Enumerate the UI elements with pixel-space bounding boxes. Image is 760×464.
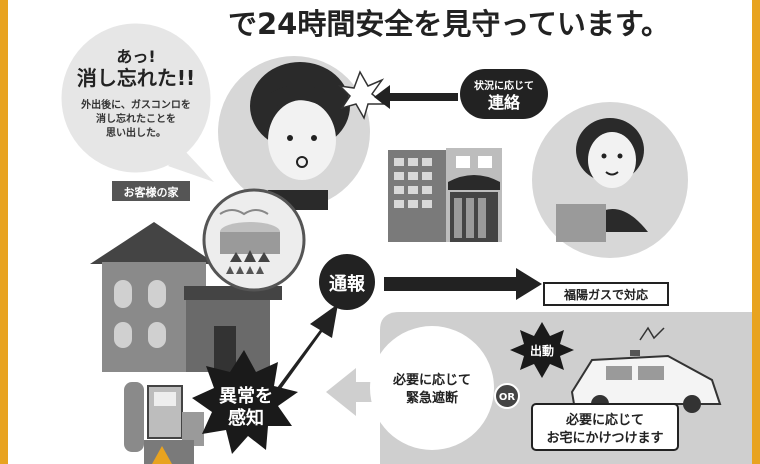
visit-callout: 必要に応じて お宅にかけつけます — [531, 403, 679, 451]
contact-arrow-line2: 連絡 — [488, 93, 521, 112]
bubble-body-1: 外出後に、ガスコンロを — [80, 98, 191, 111]
alert-line1: 異常を — [219, 385, 273, 407]
bubble-title-2: 消し忘れた!! — [77, 66, 195, 90]
home-label: お客様の家 — [112, 181, 190, 201]
report-arrow-label: 通報 — [329, 273, 366, 295]
visit-line1: 必要に応じて — [565, 412, 644, 428]
shutoff-line1: 必要に応じて — [392, 372, 471, 388]
heading-text: で24時間安全を見守っています。 — [228, 7, 670, 41]
home-label-text: お客様の家 — [124, 185, 180, 199]
dispatch-label: 出動 — [530, 343, 554, 358]
operator-portrait — [532, 102, 688, 258]
flame-icons — [226, 266, 264, 274]
cooking-pot-illustration — [202, 188, 306, 292]
house-illustration — [90, 222, 282, 372]
report-arrow: 通報 — [319, 254, 542, 310]
alert-line2: 感知 — [228, 407, 264, 429]
bubble-body-3: 思い出した。 — [106, 126, 166, 139]
diagram-panel: で24時間安全を見守っています。 あっ! 消し忘れた!! 外出後に、ガスコンロを… — [8, 0, 752, 464]
shutoff-circle: 必要に応じて 緊急遮断 — [370, 326, 494, 450]
alert-arrow — [268, 304, 338, 404]
operator-label-text: 福陽ガスで対応 — [563, 287, 648, 302]
contact-arrow: 状況に応じて 連絡 — [374, 69, 548, 119]
bubble-title-1: あっ! — [116, 47, 155, 66]
shutoff-line2: 緊急遮断 — [406, 390, 458, 406]
contact-arrow-line1: 状況に応じて — [474, 79, 534, 92]
bubble-body-2: 消し忘れたことを — [96, 112, 176, 125]
office-building — [388, 148, 502, 242]
visit-line2: お宅にかけつけます — [546, 430, 663, 446]
or-badge: OR — [494, 383, 520, 409]
speech-bubble: あっ! 消し忘れた!! 外出後に、ガスコンロを 消し忘れたことを 思い出した。 — [58, 20, 214, 182]
flow-diagram: で24時間安全を見守っています。 あっ! 消し忘れた!! 外出後に、ガスコンロを… — [58, 7, 752, 464]
operator-label: 福陽ガスで対応 — [543, 282, 669, 306]
alert-starburst: 異常を 感知 — [192, 350, 298, 454]
or-label: OR — [499, 392, 516, 403]
customer-portrait — [218, 56, 387, 210]
dispatch-starburst: 出動 — [510, 322, 574, 378]
gas-meter-illustration — [124, 382, 204, 464]
